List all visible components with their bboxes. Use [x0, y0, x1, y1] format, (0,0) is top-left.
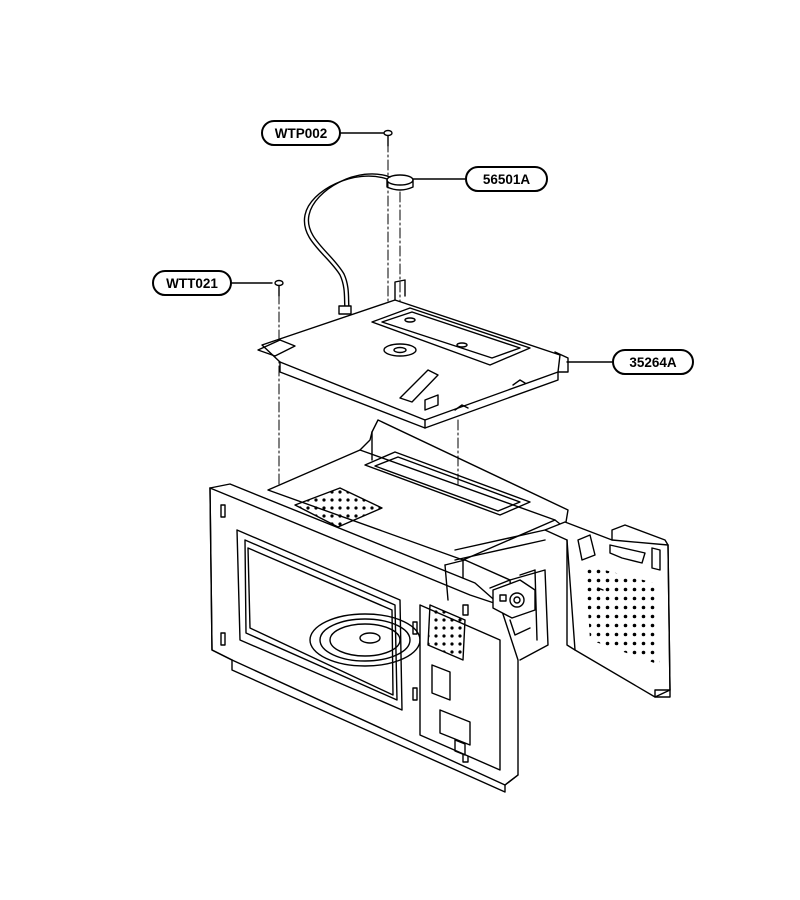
- callout-wtt021: WTT021: [152, 270, 232, 296]
- leader-lines: [231, 132, 613, 363]
- sensor-56501a-part: [303, 173, 414, 315]
- callout-56501a: 56501A: [465, 166, 548, 192]
- bracket-35264a-part: [257, 279, 569, 429]
- cavity-assembly: [209, 419, 671, 793]
- screw-wtp002-part: [383, 129, 393, 147]
- screw-wtt021-part: [274, 279, 284, 297]
- callout-35264a: 35264A: [612, 349, 694, 375]
- callout-wtp002: WTP002: [261, 120, 341, 146]
